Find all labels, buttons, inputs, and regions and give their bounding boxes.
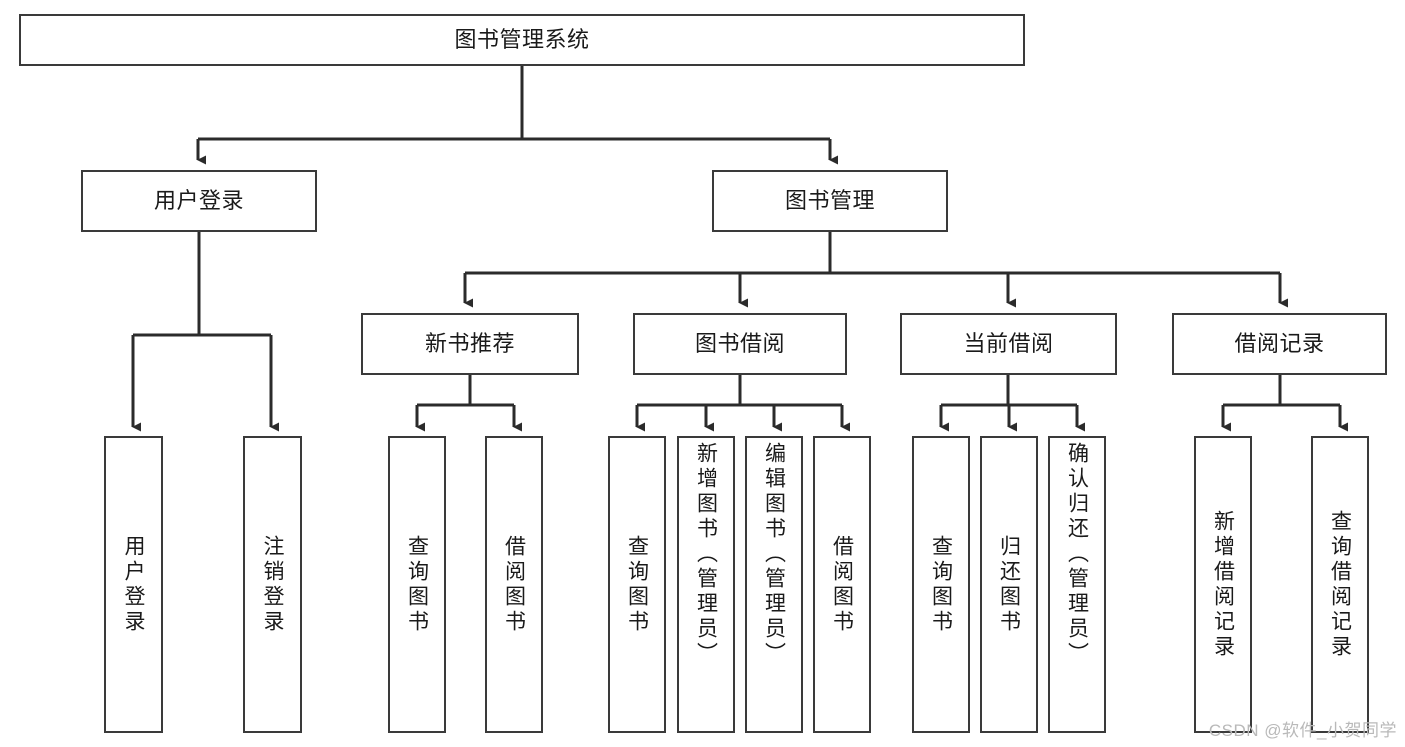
watermark: CSDN @软件_小贺同学 [1208, 721, 1397, 740]
node-book-borrow[interactable]: 图书借阅 [633, 313, 847, 375]
node-leaf-edit-book-admin[interactable]: 编辑图书（管理员） [745, 436, 803, 733]
node-leaf-confirm-return-admin[interactable]: 确认归还（管理员） [1048, 436, 1106, 733]
node-leaf-user-login[interactable]: 用户登录 [104, 436, 163, 733]
node-current-borrow[interactable]: 当前借阅 [900, 313, 1117, 375]
node-new-book-recommend-label: 新书推荐 [424, 330, 515, 356]
node-book-management-label: 图书管理 [784, 187, 875, 213]
node-leaf-return-book-label: 归还图书 [997, 534, 1021, 635]
node-borrow-record-label: 借阅记录 [1234, 330, 1325, 356]
node-new-book-recommend[interactable]: 新书推荐 [361, 313, 579, 375]
node-leaf-query-book-current[interactable]: 查询图书 [912, 436, 970, 733]
node-book-management[interactable]: 图书管理 [712, 170, 948, 232]
node-leaf-borrow-book-recommend[interactable]: 借阅图书 [485, 436, 543, 733]
node-leaf-logout[interactable]: 注销登录 [243, 436, 302, 733]
node-user-login-label: 用户登录 [153, 187, 244, 213]
node-leaf-confirm-return-admin-label: 确认归还（管理员） [1065, 442, 1089, 667]
node-leaf-lend-book-label: 借阅图书 [830, 534, 854, 635]
node-leaf-add-borrow-record[interactable]: 新增借阅记录 [1194, 436, 1252, 733]
node-leaf-return-book[interactable]: 归还图书 [980, 436, 1038, 733]
node-leaf-query-borrow-record[interactable]: 查询借阅记录 [1311, 436, 1369, 733]
node-borrow-record[interactable]: 借阅记录 [1172, 313, 1387, 375]
node-leaf-query-book-recommend[interactable]: 查询图书 [388, 436, 446, 733]
node-current-borrow-label: 当前借阅 [963, 330, 1054, 356]
node-leaf-query-book-borrow[interactable]: 查询图书 [608, 436, 666, 733]
node-leaf-query-borrow-record-label: 查询借阅记录 [1328, 509, 1352, 660]
node-leaf-add-book-admin-label: 新增图书（管理员） [694, 442, 718, 667]
node-leaf-add-borrow-record-label: 新增借阅记录 [1211, 509, 1235, 660]
node-leaf-borrow-book-recommend-label: 借阅图书 [502, 534, 526, 635]
node-user-login[interactable]: 用户登录 [81, 170, 317, 232]
node-root-book-management-system[interactable]: 图书管理系统 [19, 14, 1025, 66]
node-book-borrow-label: 图书借阅 [694, 330, 785, 356]
node-leaf-edit-book-admin-label: 编辑图书（管理员） [762, 442, 786, 667]
node-leaf-add-book-admin[interactable]: 新增图书（管理员） [677, 436, 735, 733]
node-leaf-query-book-recommend-label: 查询图书 [405, 534, 429, 635]
node-leaf-query-book-current-label: 查询图书 [929, 534, 953, 635]
node-leaf-user-login-label: 用户登录 [122, 534, 145, 635]
node-leaf-lend-book[interactable]: 借阅图书 [813, 436, 871, 733]
node-root-label: 图书管理系统 [454, 26, 590, 52]
node-leaf-logout-label: 注销登录 [261, 534, 284, 635]
node-leaf-query-book-borrow-label: 查询图书 [625, 534, 649, 635]
